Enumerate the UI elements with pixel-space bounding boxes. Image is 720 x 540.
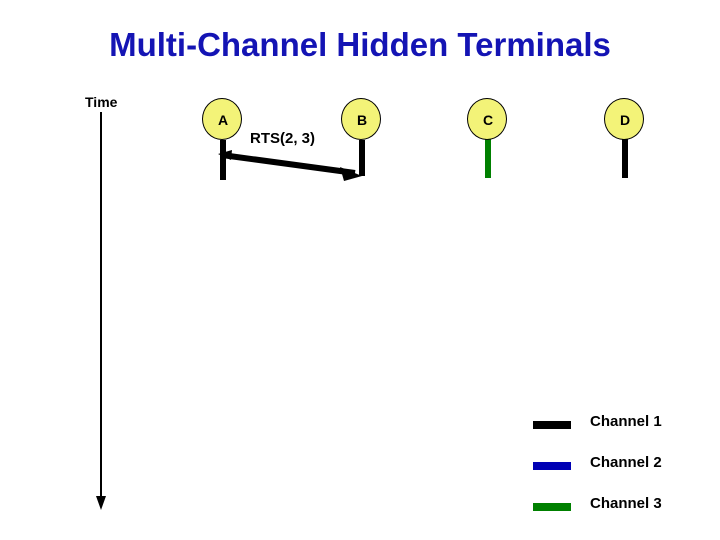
legend-swatch-channel-3: [533, 503, 571, 511]
time-axis-arrow: [96, 112, 106, 510]
legend-label-channel-1: Channel 1: [590, 413, 662, 430]
legend-label-channel-3: Channel 3: [590, 495, 662, 512]
node-d-label: D: [619, 112, 631, 128]
page-title: Multi-Channel Hidden Terminals: [109, 26, 611, 63]
node-timeline-d: [622, 138, 628, 178]
message-label-rts: RTS(2, 3): [250, 130, 316, 147]
node-b[interactable]: B: [341, 98, 383, 142]
legend-item-channel-3: Channel 3: [533, 495, 713, 536]
legend-item-channel-1: Channel 1: [533, 413, 713, 454]
node-d-bubble: [604, 98, 644, 140]
time-axis-label: Time: [85, 94, 118, 110]
node-a-bubble: [202, 98, 242, 140]
legend: Channel 1 Channel 2 Channel 3: [533, 413, 713, 536]
node-timeline-a: [220, 140, 226, 180]
node-c-bubble: [467, 98, 507, 140]
node-d[interactable]: D: [604, 98, 646, 142]
legend-swatch-channel-1: [533, 421, 571, 429]
node-timeline-b: [359, 140, 365, 176]
node-b-bubble: [341, 98, 381, 140]
node-a-label: A: [217, 112, 229, 128]
legend-label-channel-2: Channel 2: [590, 454, 662, 471]
message-arrow-rts: [218, 150, 362, 181]
node-b-label: B: [356, 112, 368, 128]
legend-swatch-channel-2: [533, 462, 571, 470]
node-timeline-c: [485, 138, 491, 178]
node-c[interactable]: C: [467, 98, 509, 142]
node-c-label: C: [482, 112, 494, 128]
legend-item-channel-2: Channel 2: [533, 454, 713, 495]
node-a[interactable]: A: [202, 98, 244, 142]
